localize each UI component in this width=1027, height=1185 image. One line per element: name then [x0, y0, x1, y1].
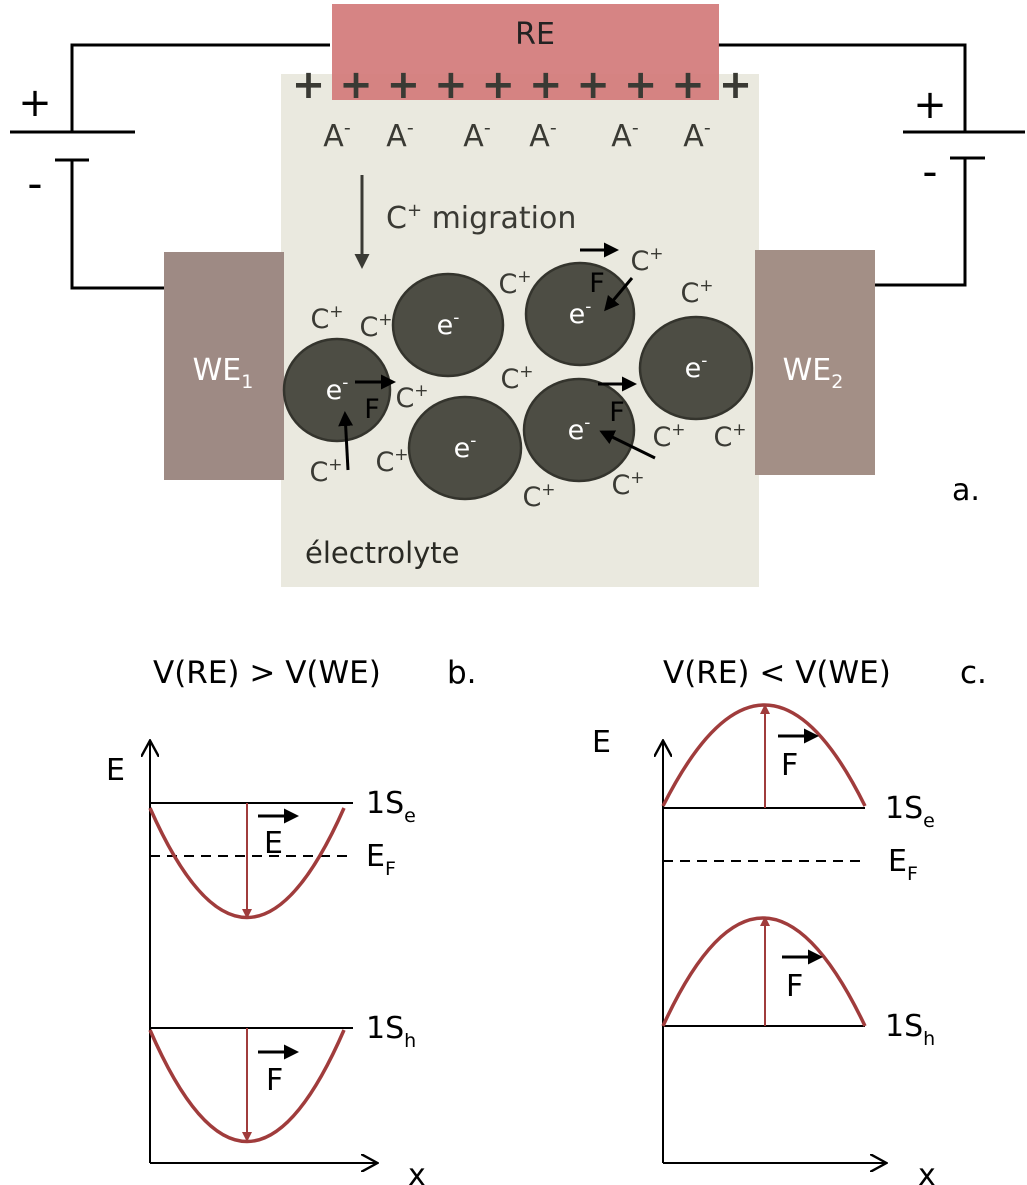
cation-label: C+ — [498, 267, 531, 300]
battery-left — [10, 130, 135, 162]
battery-left-plus: + — [18, 80, 52, 126]
cation-label: C+ — [309, 455, 342, 488]
cation-label: C+ — [611, 468, 644, 501]
panel-b-fermi-label: EF — [366, 839, 396, 880]
panel-c-label: c. — [960, 655, 987, 691]
electrolyte-label: électrolyte — [305, 536, 460, 570]
battery-right-plus: + — [913, 82, 947, 128]
anion: A- — [529, 117, 556, 154]
reference-electrode-label: RE — [515, 17, 555, 52]
battery-left-minus: - — [27, 159, 42, 208]
cation-label: C+ — [375, 445, 408, 478]
circuit-wires — [70, 43, 967, 290]
panel-a: + - + - RE + + + + + + + + + + A-A-A-A-A… — [10, 4, 1025, 587]
working-electrode-1 — [164, 252, 284, 480]
panel-c-force-label-top: F — [781, 748, 798, 783]
electron-label: e- — [326, 373, 349, 406]
panel-b-position-axis-label: x — [408, 1158, 426, 1185]
force-label: F — [364, 394, 380, 425]
anion: A- — [323, 117, 350, 154]
electron-label: e- — [437, 308, 460, 341]
anion: A- — [683, 117, 710, 154]
panel-b-label: b. — [447, 655, 477, 691]
nanoparticle — [391, 272, 505, 378]
working-electrode-2 — [755, 250, 875, 475]
force-label: F — [589, 268, 605, 299]
electron-label: e- — [568, 413, 591, 446]
panel-b-title: V(RE) > V(WE) — [153, 655, 381, 691]
electron-label: e- — [569, 297, 592, 330]
nanoparticle — [282, 337, 392, 443]
nanoparticle — [407, 395, 523, 501]
cation-label: C+ — [630, 244, 663, 277]
panel-b-1se-label: 1Se — [366, 786, 416, 827]
working-electrode-1-label: WE1 — [193, 353, 254, 393]
battery-right — [903, 130, 1025, 160]
anion: A- — [463, 117, 490, 154]
battery-right-minus: - — [922, 147, 937, 196]
panel-b-force-label-bottom: F — [266, 1063, 283, 1098]
cation-label: C+ — [713, 420, 746, 453]
nanoparticle — [524, 261, 636, 367]
cation-label: C+ — [500, 362, 533, 395]
cations: C+C+C+C+C+C+C+C+C+C+C+C+C+ — [309, 244, 746, 513]
cation-label: C+ — [652, 420, 685, 453]
anion: A- — [386, 117, 413, 154]
cation-label: C+ — [359, 310, 392, 343]
cation-label: C+ — [310, 302, 343, 335]
panel-c-force-label-bottom: F — [786, 969, 803, 1004]
panel-b-1sh-label: 1Sh — [366, 1011, 416, 1052]
wire-right-bottom — [875, 158, 967, 287]
cation-arrow — [599, 430, 656, 460]
wire-left-top — [70, 43, 330, 132]
panel-c: V(RE) < V(WE) c. E x F F 1Se EF 1Sh — [592, 655, 987, 1185]
panel-c-fermi-label: EF — [888, 844, 918, 885]
panel-b: V(RE) > V(WE) b. E x E F 1Se EF 1Sh — [106, 655, 477, 1185]
force-label: F — [609, 397, 625, 428]
panel-b-force-label-top: E — [264, 826, 283, 861]
panel-c-energy-axis-label: E — [592, 725, 611, 760]
positive-charges-row: + + + + + + + + + + — [292, 62, 753, 108]
nanoparticle — [522, 377, 636, 483]
cation-label: C+ — [522, 480, 555, 513]
working-electrode-2-label: WE2 — [783, 353, 844, 393]
panel-c-title: V(RE) < V(WE) — [663, 655, 891, 691]
anion-row: A- A- A- A- A- A- — [323, 117, 710, 154]
nanoparticles: e-e-e-e-e-e- — [282, 261, 754, 501]
nanoparticle — [638, 315, 754, 421]
wire-right-top — [718, 43, 967, 132]
panel-c-1sh-label: 1Sh — [885, 1009, 935, 1050]
panel-a-label: a. — [952, 473, 980, 508]
anion: A- — [611, 117, 638, 154]
migration-label: C+ migration — [386, 200, 576, 236]
cation-label: C+ — [395, 381, 428, 414]
cation-arrow — [604, 277, 634, 312]
panel-c-position-axis-label: x — [918, 1158, 936, 1185]
cation-arrow — [338, 411, 354, 471]
cation-label: C+ — [680, 276, 713, 309]
panel-b-energy-axis-label: E — [106, 753, 125, 788]
panel-c-1se-label: 1Se — [885, 791, 935, 832]
electron-label: e- — [685, 351, 708, 384]
wire-left-bottom — [70, 160, 168, 290]
force-arrows: F F F — [338, 242, 656, 471]
electron-label: e- — [454, 431, 477, 464]
reference-electrode — [332, 4, 719, 100]
